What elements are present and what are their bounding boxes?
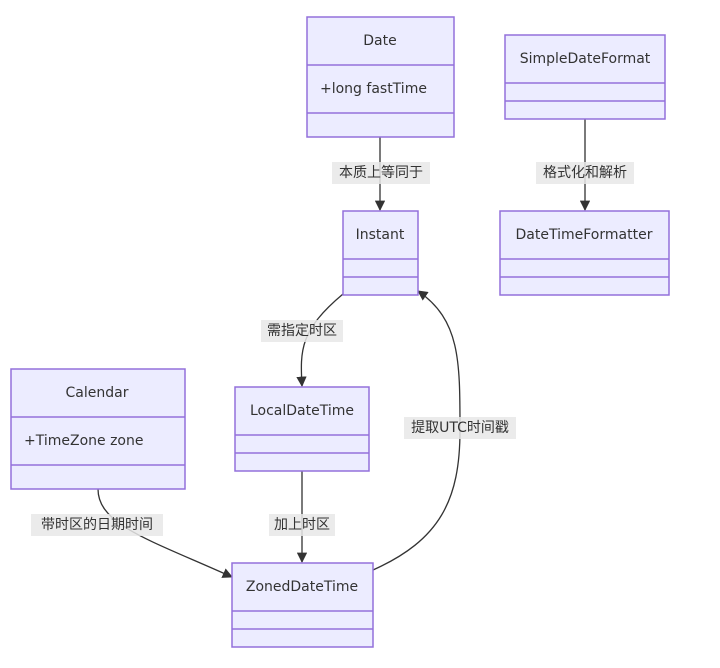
class-name: DateTimeFormatter [516,227,653,243]
label-date-to-instant: 本质上等同于 [339,164,423,181]
class-name: Date [363,33,396,49]
class-name: ZonedDateTime [246,579,358,595]
class-zoned-date-time[interactable]: ZonedDateTime [231,562,374,648]
class-name: LocalDateTime [250,403,354,419]
class-date-time-formatter[interactable]: DateTimeFormatter [499,210,670,296]
edges [97,119,591,578]
label-format-to-formatter: 格式化和解析 [543,165,627,181]
class-instant[interactable]: Instant [342,210,419,296]
class-simple-date-format[interactable]: SimpleDateFormat [504,34,666,120]
label-local-to-zoned: 加上时区 [274,517,330,533]
edge-labels: 本质上等同于 格式化和解析 需指定时区 加上时区 带时区的日期时间 提取UTC时… [31,162,634,536]
label-calendar-to-zoned: 带时区的日期时间 [41,517,153,533]
label-zoned-to-instant: 提取UTC时间戳 [411,420,509,436]
class-attribute: +TimeZone zone [24,433,144,449]
class-calendar[interactable]: Calendar +TimeZone zone [10,368,186,490]
class-name: SimpleDateFormat [520,51,651,67]
class-name: Calendar [66,385,129,401]
class-date[interactable]: Date +long fastTime [306,16,455,138]
class-name: Instant [356,227,405,243]
label-instant-to-local: 需指定时区 [267,323,337,339]
class-local-date-time[interactable]: LocalDateTime [234,386,370,472]
class-attribute: +long fastTime [320,81,427,97]
